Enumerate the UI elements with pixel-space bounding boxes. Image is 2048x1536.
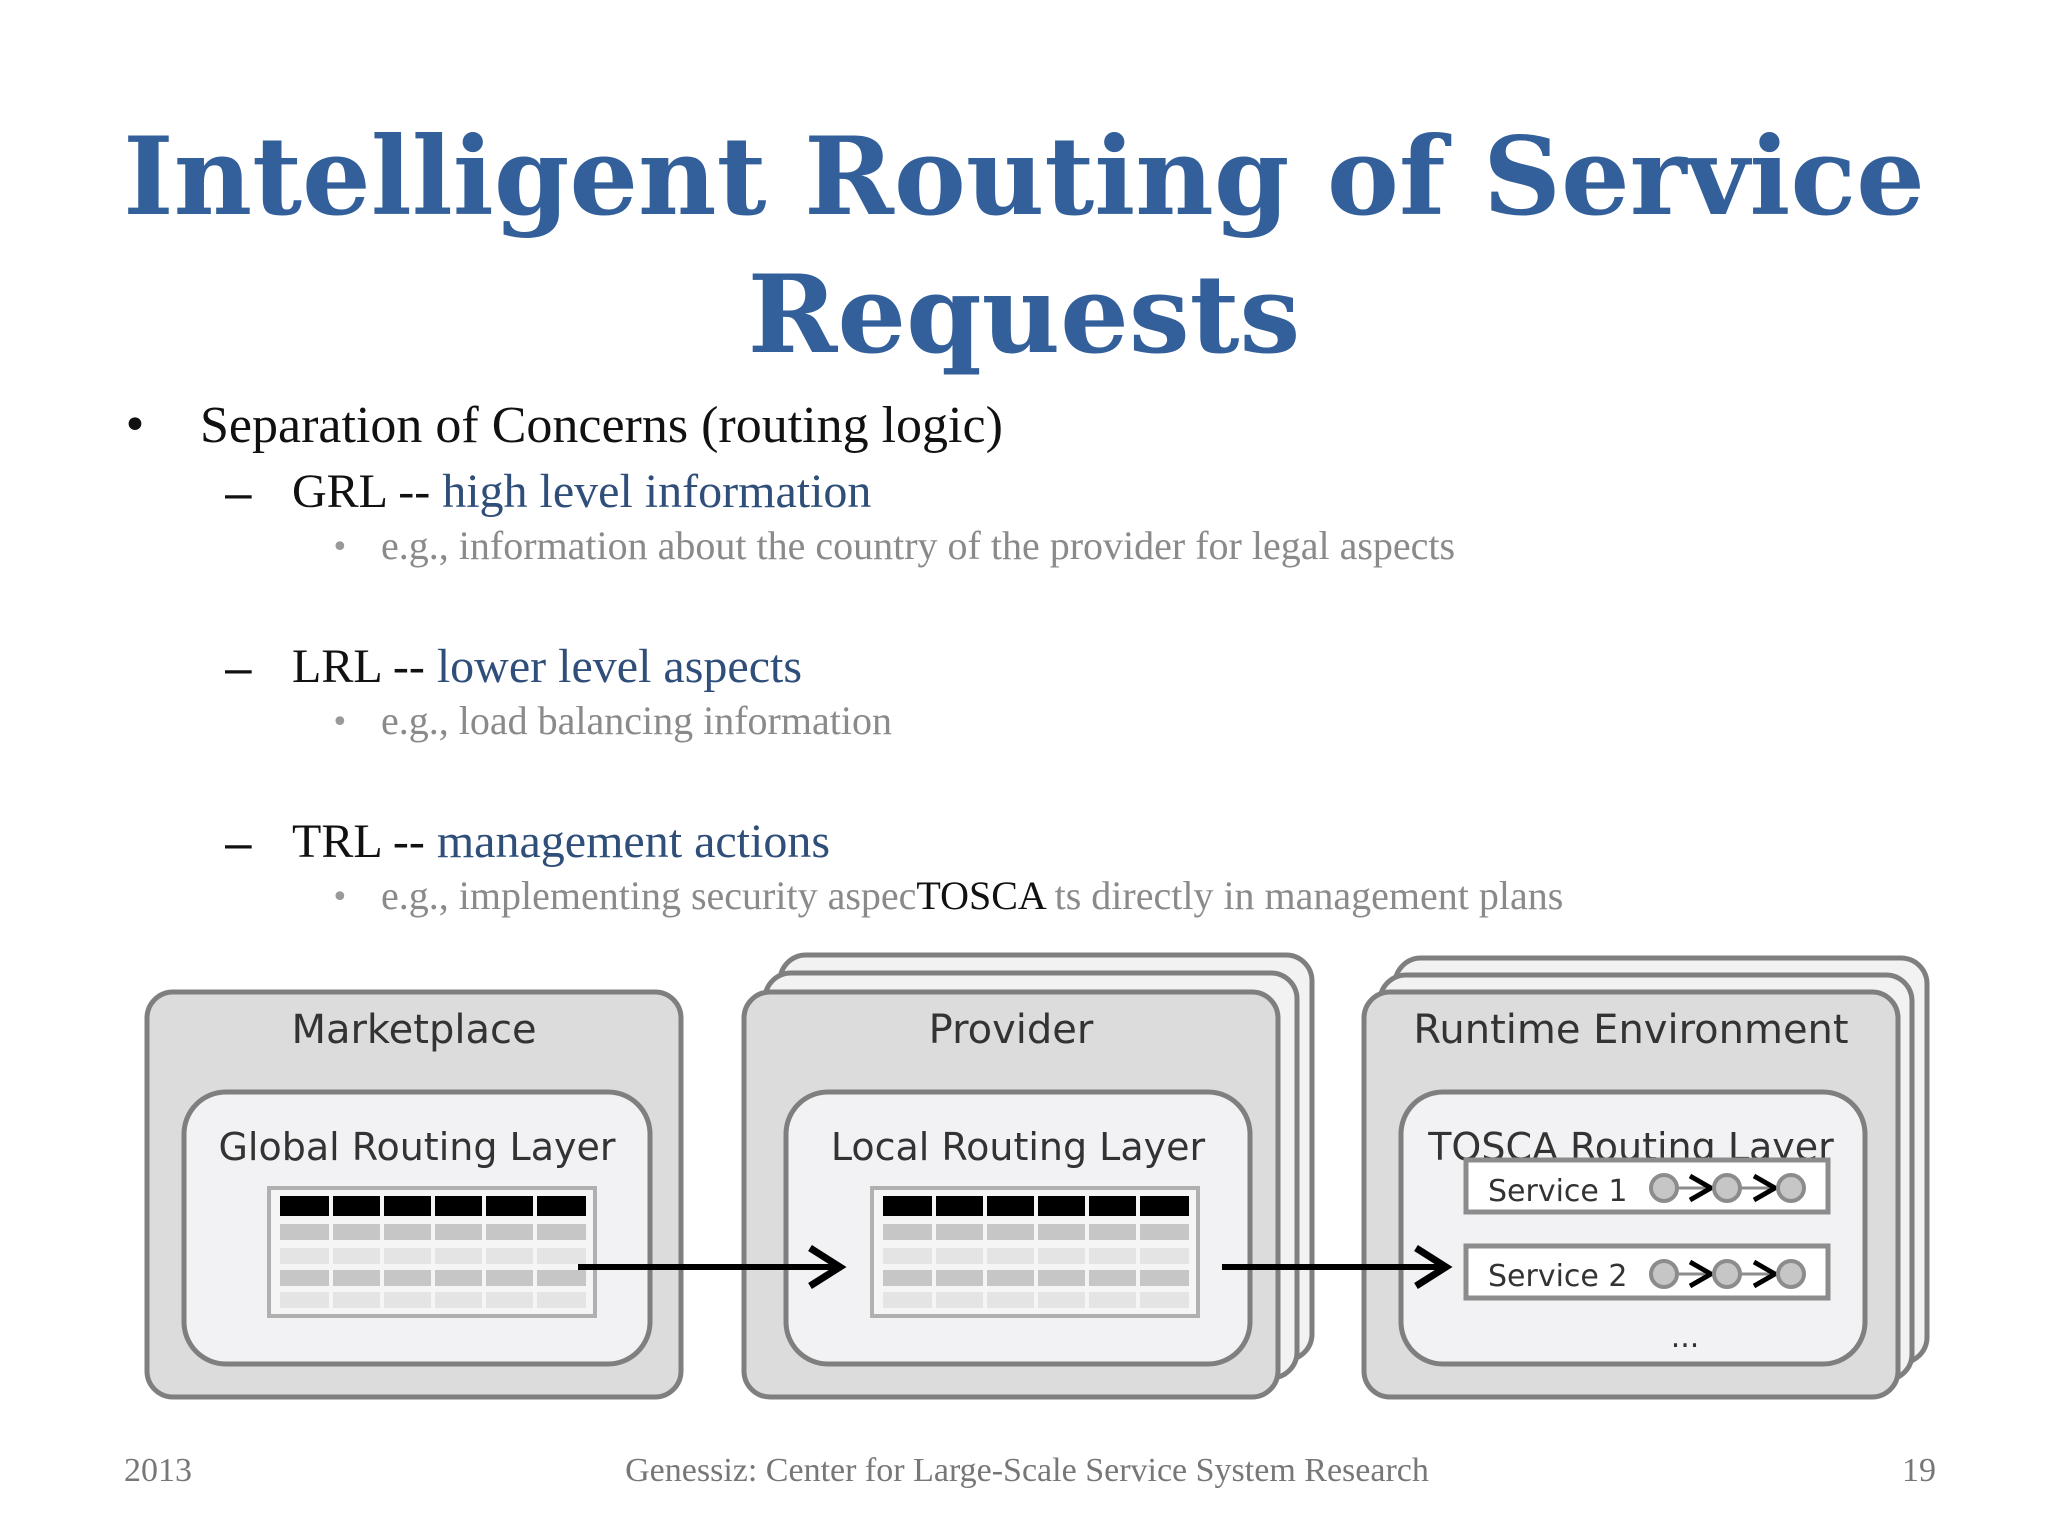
global-routing-layer-label: Global Routing Layer (218, 1125, 615, 1169)
service-row-2: Service 2 (1463, 1243, 1831, 1301)
local-routing-table (870, 1186, 1200, 1318)
slide-title-line-1: Intelligent Routing of Service (123, 114, 1925, 240)
service-2-label: Service 2 (1488, 1259, 1628, 1294)
trl-example: e.g., implementing security aspecTOSCA t… (381, 872, 1563, 919)
arrow-local-to-tosca (1222, 1245, 1453, 1289)
marketplace-title: Marketplace (291, 1007, 536, 1053)
dash-marker-lrl: – (225, 642, 252, 695)
runtime-environment-title: Runtime Environment (1413, 1007, 1848, 1053)
local-routing-layer-label: Local Routing Layer (831, 1125, 1206, 1169)
marketplace-box: Marketplace Global Routing Layer (144, 989, 684, 1400)
sub-sub-marker-lrl: • (331, 705, 349, 740)
global-routing-table (267, 1186, 597, 1318)
dash-marker-trl: – (225, 817, 252, 870)
trl-label: TRL -- (292, 815, 425, 868)
provider-box: Provider Local Routing Layer (741, 952, 1315, 1400)
sub-bullet-grl: GRL -- high level information (292, 464, 871, 519)
lrl-label: LRL -- (292, 640, 425, 693)
footer-year: 2013 (124, 1452, 192, 1489)
runtime-environment-box: Runtime Environment TOSCA Routing Layer … (1361, 955, 1930, 1400)
grl-label: GRL -- (292, 465, 431, 518)
bullet-main: Separation of Concerns (routing logic) (200, 397, 1003, 454)
service-2-workflow-icon (1649, 1259, 1806, 1289)
trl-example-after: ts directly in management plans (1044, 873, 1564, 918)
footer-center: Genessiz: Center for Large-Scale Service… (625, 1452, 1429, 1489)
service-1-workflow-icon (1649, 1173, 1806, 1203)
sub-sub-marker-grl: • (331, 530, 349, 565)
sub-bullet-lrl: LRL -- lower level aspects (292, 639, 802, 694)
services-ellipsis: ... (1671, 1320, 1700, 1355)
lrl-example: e.g., load balancing information (381, 698, 892, 743)
service-row-1: Service 1 (1463, 1157, 1831, 1215)
service-1-label: Service 1 (1488, 1174, 1628, 1209)
trl-example-overlay: TOSCA (916, 873, 1045, 918)
slide-title-line-2: Requests (747, 252, 1301, 378)
bullet-marker: • (122, 400, 148, 451)
sub-bullet-trl: TRL -- management actions (292, 814, 830, 869)
trl-highlight: management actions (436, 815, 831, 868)
provider-title: Provider (929, 1007, 1094, 1053)
dash-marker-grl: – (225, 467, 252, 520)
arrow-global-to-local (578, 1245, 847, 1289)
trl-example-before: e.g., implementing security aspec (381, 873, 917, 918)
grl-highlight: high level information (442, 465, 872, 518)
lrl-highlight: lower level aspects (436, 640, 803, 693)
footer-page-number: 19 (1902, 1452, 1936, 1489)
grl-example: e.g., information about the country of t… (381, 523, 1456, 568)
slide-title: Intelligent Routing of Service Requests (0, 108, 2048, 384)
sub-sub-marker-trl: • (331, 880, 349, 915)
